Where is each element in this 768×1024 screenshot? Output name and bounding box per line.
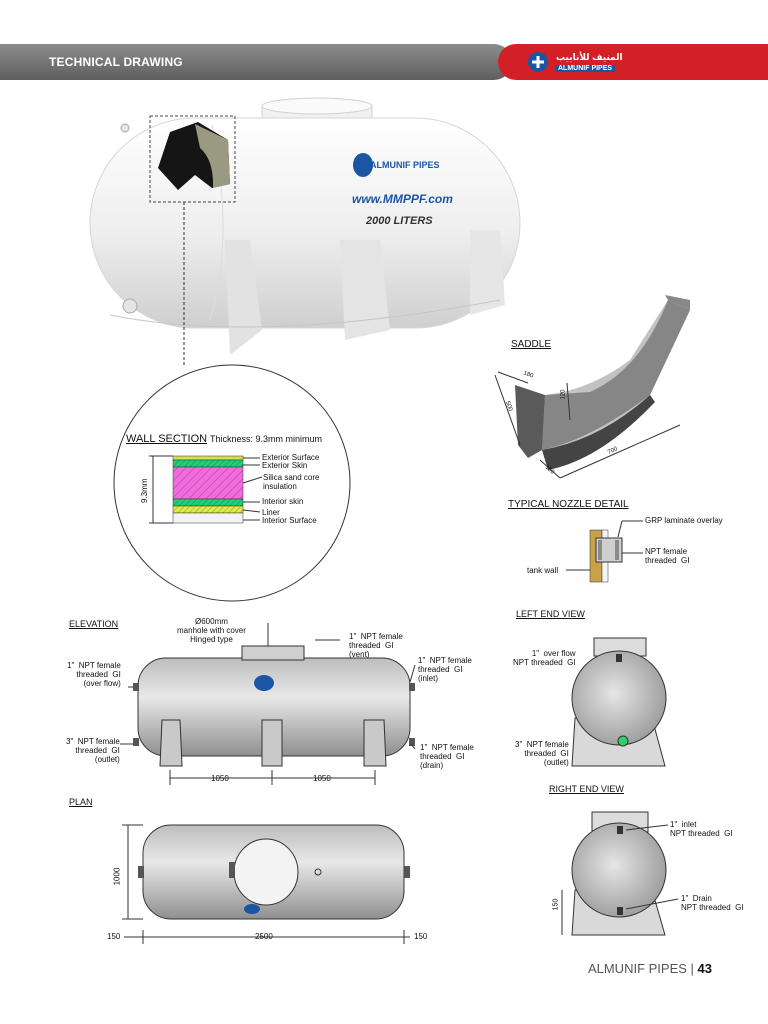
vent-label: 1" NPT female threaded GI (vent) <box>349 632 403 659</box>
left-outlet-label: 3" NPT female threaded GI (outlet) <box>515 740 569 767</box>
layer-core: Silica sand core insulation <box>263 473 320 491</box>
wall-section-title: WALL SECTION <box>126 433 208 445</box>
outlet-label: 3" NPT female threaded GI (outlet) <box>66 737 120 764</box>
nozzle-title: TYPICAL NOZZLE DETAIL <box>508 499 629 510</box>
right-inlet-label: 1" inlet NPT threaded GI <box>670 820 733 838</box>
logo-english: ALMUNIF PIPES <box>555 65 616 72</box>
right-end-dim: 150 <box>552 898 560 911</box>
inlet-label: 1" NPT female threaded GI (inlet) <box>418 656 472 683</box>
saddle-dim-120: 120 <box>560 389 567 400</box>
elevation-dim-left: 1050 <box>211 774 229 783</box>
plan-end-right-dim: 150 <box>414 932 428 941</box>
right-end-view-drawing <box>561 811 679 936</box>
left-end-view-drawing <box>571 637 667 767</box>
tank-logo-text: ALMUNIF PIPES <box>370 160 440 170</box>
nozzle-npt-label: NPT female threaded GI <box>645 547 690 565</box>
layer-interior-surface: Interior Surface <box>262 516 317 525</box>
drain-label: 1" NPT female threaded GI (drain) <box>420 743 474 770</box>
wall-section-layers <box>149 455 263 524</box>
tank-website: www.MMPPF.com <box>352 192 453 206</box>
wall-dimension: 9.3mm <box>140 478 149 503</box>
layer-exterior-surface: Exterior Surface <box>262 453 320 462</box>
tank-illustration <box>89 97 521 355</box>
plan-length-dim: 2500 <box>255 932 273 941</box>
plan-end-left-dim: 150 <box>107 932 121 941</box>
nozzle-grp-label: GRP laminate overlay <box>645 516 723 525</box>
plan-drawing <box>122 824 410 944</box>
right-drain-label: 1" Drain NPT threaded GI <box>681 894 744 912</box>
layer-interior-skin: Interior skin <box>262 497 304 506</box>
saddle-drawing <box>494 295 690 479</box>
left-end-title: LEFT END VIEW <box>516 609 585 619</box>
elevation-dim-right: 1050 <box>313 774 331 783</box>
footer-brand: ALMUNIF PIPES <box>587 961 687 976</box>
left-overflow-label: 1" over flow NPT threaded GI <box>513 649 576 667</box>
layer-exterior-skin: Exterior Skin <box>262 461 308 470</box>
tank-capacity: 2000 LITERS <box>366 215 433 227</box>
elevation-title: ELEVATION <box>69 619 119 629</box>
logo-arabic: المنيف للأنابيب <box>556 52 623 62</box>
saddle-title: SADDLE <box>511 339 552 350</box>
page-title: TECHNICAL DRAWING <box>49 55 183 69</box>
page-number: 43 <box>697 961 712 976</box>
wall-thickness: Thickness: 9.3mm minimum <box>210 434 323 444</box>
manhole-label: Ø600mm manhole with cover Hinged type <box>177 617 246 644</box>
elevation-drawing <box>120 623 416 785</box>
overflow-label: 1" NPT female threaded GI (over flow) <box>67 661 121 688</box>
nozzle-drawing <box>566 520 643 583</box>
header-bar <box>0 44 512 80</box>
layer-liner: Liner <box>262 508 280 517</box>
right-end-title: RIGHT END VIEW <box>549 784 624 794</box>
page-footer: ALMUNIF PIPES | 43 <box>587 961 712 976</box>
nozzle-wall-label: tank wall <box>527 566 559 575</box>
plan-title: PLAN <box>69 797 93 807</box>
plan-width-dim: 1000 <box>112 867 122 886</box>
